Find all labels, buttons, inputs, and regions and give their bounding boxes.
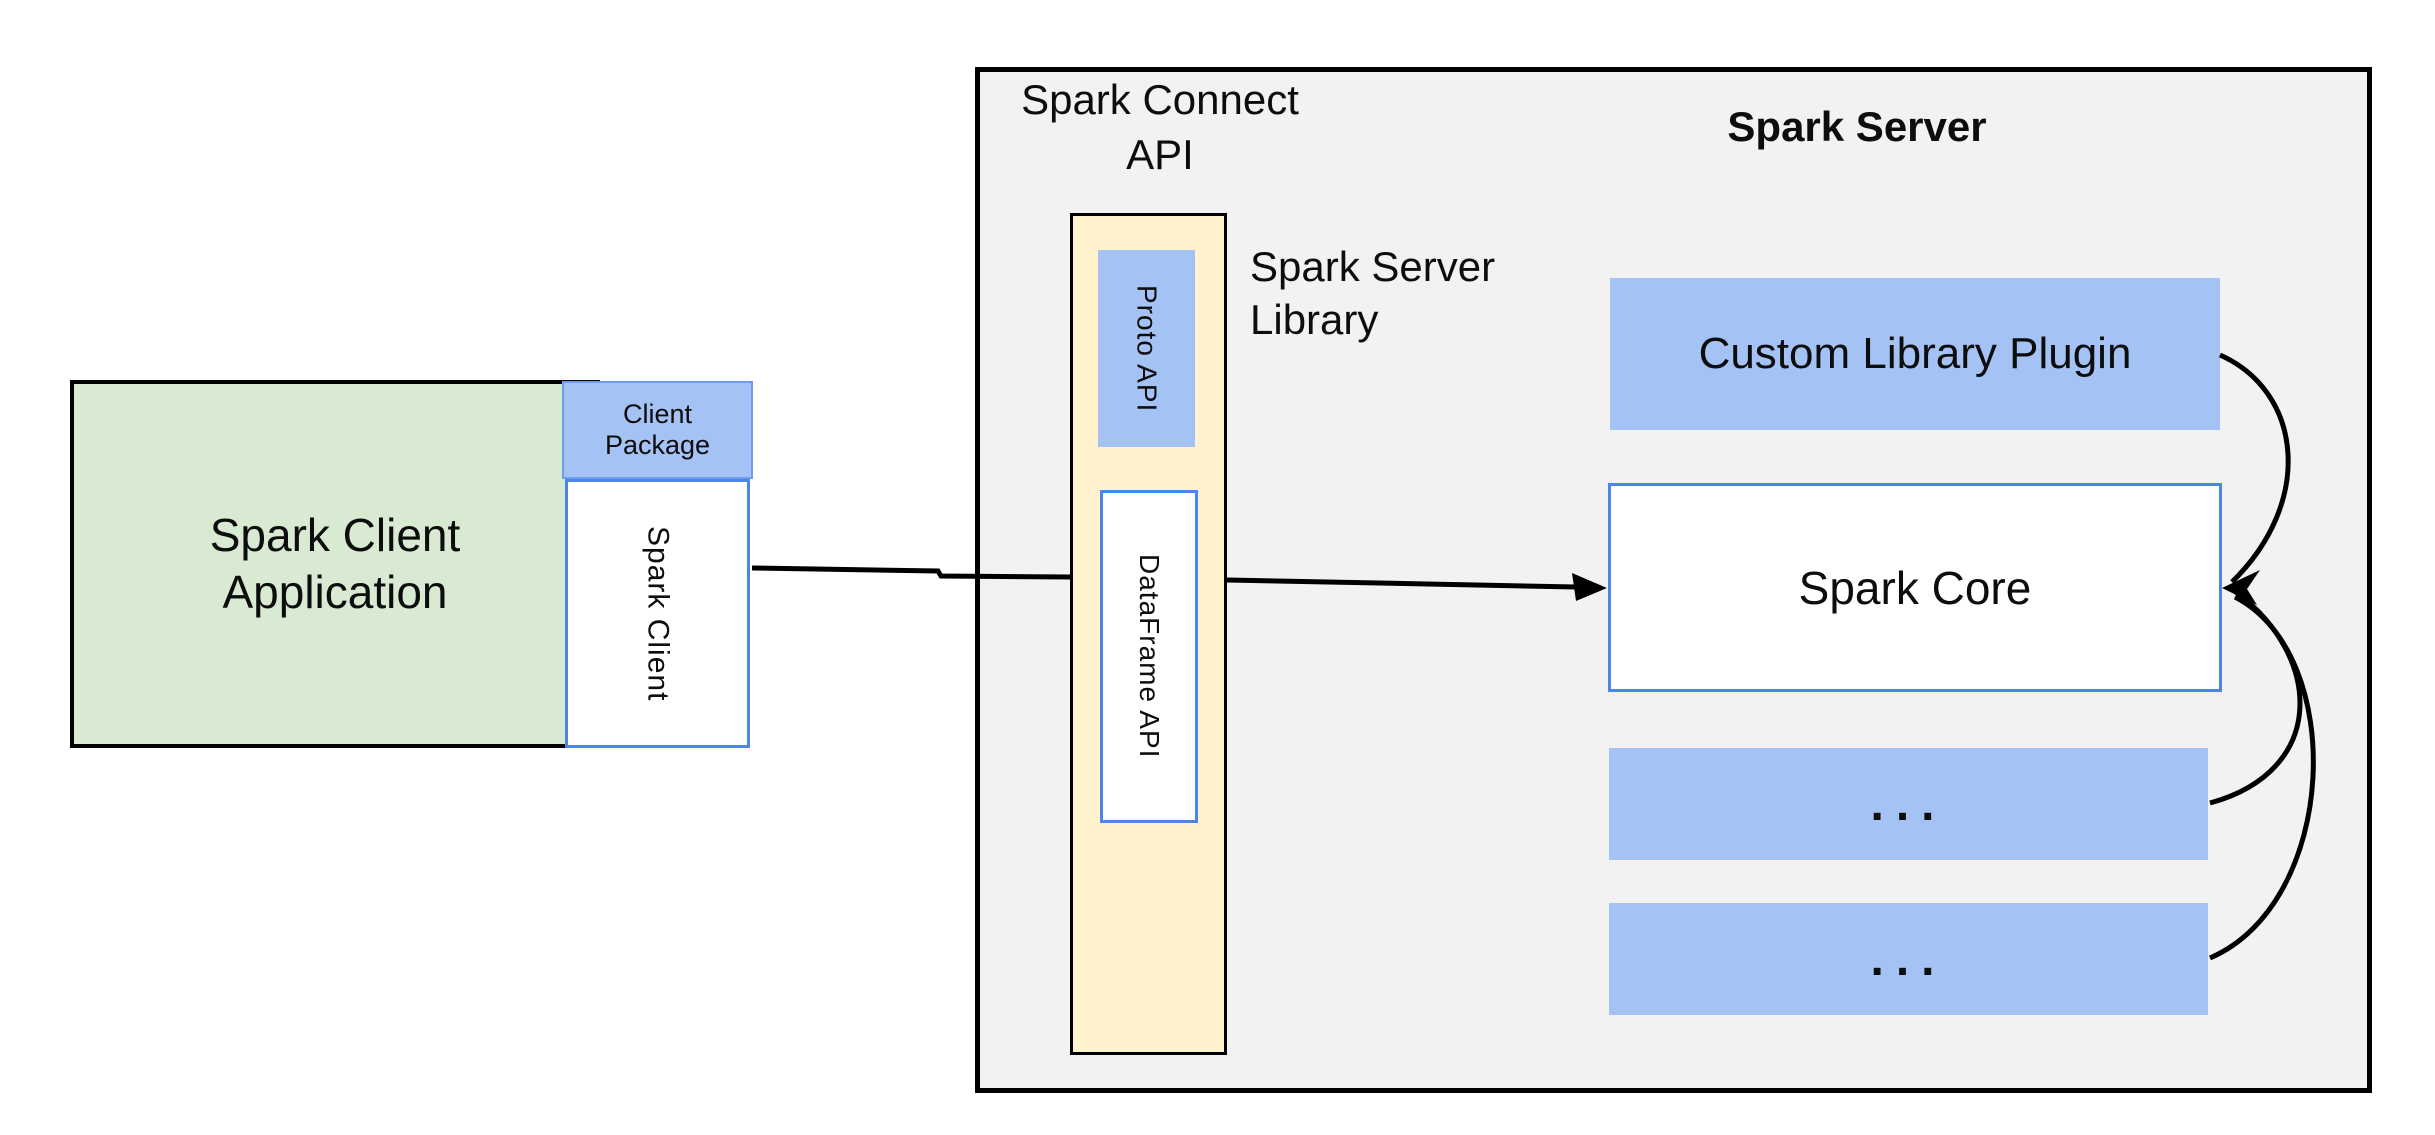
- spark-server-title: Spark Server: [1727, 103, 1987, 150]
- plugin-slot-box-1: ...: [1609, 748, 2208, 860]
- spark-client-label: Spark Client: [641, 525, 675, 702]
- proto-api-box: Proto API: [1098, 250, 1195, 447]
- dataframe-api-label: DataFrame API: [1134, 554, 1165, 759]
- client-package-box: Client Package: [562, 381, 753, 479]
- spark-server-library-label: Spark Server Library: [1250, 243, 1496, 343]
- spark-client-application-box: Spark Client Application: [70, 380, 600, 748]
- spark-connect-api-label: Spark Connect API: [1021, 76, 1299, 178]
- proto-api-label: Proto API: [1131, 284, 1163, 413]
- custom-library-plugin-box: Custom Library Plugin: [1610, 278, 2220, 430]
- dataframe-api-box: DataFrame API: [1100, 490, 1198, 823]
- plugin-slot-box-2: ...: [1609, 903, 2208, 1015]
- spark-core-box: Spark Core: [1608, 483, 2222, 692]
- spark-client-box: Spark Client: [565, 479, 750, 748]
